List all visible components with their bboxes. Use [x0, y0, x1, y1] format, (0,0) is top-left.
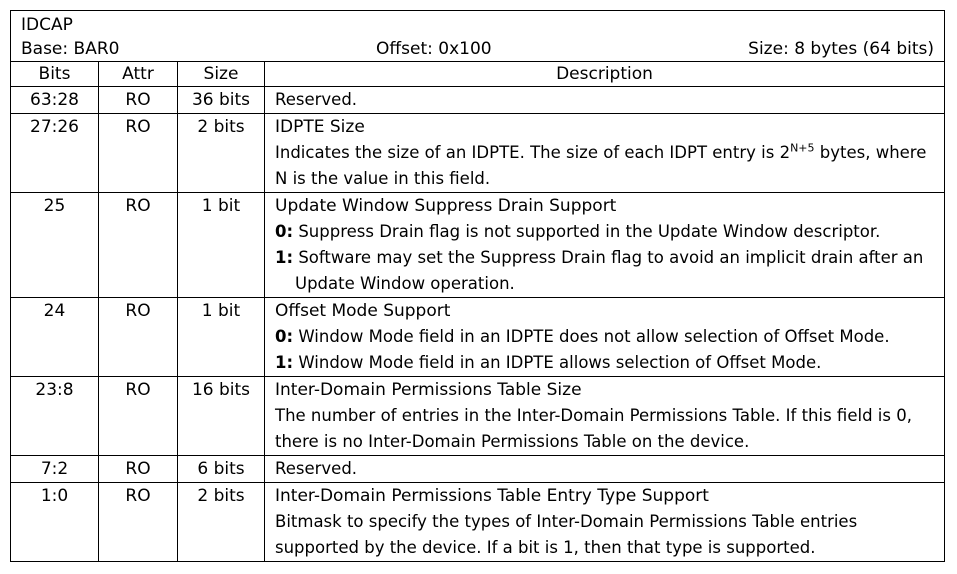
description-cell: Reserved.: [264, 455, 945, 483]
register-base: Base: BAR0: [21, 39, 120, 59]
value-item: 1: Software may set the Suppress Drain f…: [275, 248, 924, 293]
size-cell: 2 bits: [177, 482, 265, 562]
bits-cell: 24: [10, 297, 99, 377]
bits-cell: 1:0: [10, 482, 99, 562]
attr-cell: RO: [98, 297, 178, 377]
size-cell: 1 bit: [177, 192, 265, 298]
bits-cell: 63:28: [10, 86, 99, 114]
description-body: Indicates the size of an IDPTE. The size…: [275, 141, 927, 189]
bits-cell: 27:26: [10, 113, 99, 193]
description-title: IDPTE Size: [275, 117, 365, 137]
attr-cell: RO: [98, 86, 178, 114]
description-body: Bitmask to specify the types of Inter-Do…: [275, 512, 858, 557]
description-cell: Update Window Suppress Drain Support 0: …: [264, 192, 945, 298]
bits-cell: 25: [10, 192, 99, 298]
description-title: Reserved.: [275, 90, 358, 109]
value-item: 0: Suppress Drain flag is not supported …: [275, 222, 881, 241]
description-cell: Reserved.: [264, 86, 945, 114]
table-row: 27:26 RO 2 bits IDPTE Size Indicates the…: [10, 113, 945, 193]
value-item: 0: Window Mode field in an IDPTE does no…: [275, 327, 890, 346]
description-title: Offset Mode Support: [275, 301, 451, 321]
description-title: Reserved.: [275, 459, 358, 478]
attr-cell: RO: [98, 113, 178, 193]
size-cell: 36 bits: [177, 86, 265, 114]
description-cell: Inter-Domain Permissions Table Entry Typ…: [264, 482, 945, 562]
size-cell: 1 bit: [177, 297, 265, 377]
attr-cell: RO: [98, 482, 178, 562]
register-table: IDCAP Base: BAR0 Offset: 0x100 Size: 8 b…: [10, 10, 945, 562]
value-item: 1: Window Mode field in an IDPTE allows …: [275, 353, 822, 372]
description-title: Inter-Domain Permissions Table Size: [275, 380, 582, 400]
description-body: The number of entries in the Inter-Domai…: [275, 406, 912, 451]
table-row: 24 RO 1 bit Offset Mode Support 0: Windo…: [10, 297, 945, 377]
bits-cell: 7:2: [10, 455, 99, 483]
size-cell: 16 bits: [177, 376, 265, 456]
column-header-row: Bits Attr Size Description: [10, 61, 945, 87]
description-title: Update Window Suppress Drain Support: [275, 196, 617, 216]
table-row: 7:2 RO 6 bits Reserved.: [10, 455, 945, 483]
description-cell: Inter-Domain Permissions Table Size The …: [264, 376, 945, 456]
table-row: 23:8 RO 16 bits Inter-Domain Permissions…: [10, 376, 945, 456]
table-row: 1:0 RO 2 bits Inter-Domain Permissions T…: [10, 482, 945, 562]
attr-cell: RO: [98, 192, 178, 298]
register-size: Size: 8 bytes (64 bits): [748, 39, 934, 59]
exponent: N+5: [790, 141, 815, 155]
attr-cell: RO: [98, 455, 178, 483]
column-header-size: Size: [177, 61, 265, 87]
table-row: 63:28 RO 36 bits Reserved.: [10, 86, 945, 114]
register-offset: Offset: 0x100: [376, 39, 492, 59]
attr-cell: RO: [98, 376, 178, 456]
register-header: IDCAP Base: BAR0 Offset: 0x100 Size: 8 b…: [10, 10, 945, 62]
description-cell: Offset Mode Support 0: Window Mode field…: [264, 297, 945, 377]
column-header-description: Description: [264, 61, 945, 87]
description-cell: IDPTE Size Indicates the size of an IDPT…: [264, 113, 945, 193]
bits-cell: 23:8: [10, 376, 99, 456]
column-header-bits: Bits: [10, 61, 99, 87]
column-header-attr: Attr: [98, 61, 178, 87]
size-cell: 2 bits: [177, 113, 265, 193]
description-title: Inter-Domain Permissions Table Entry Typ…: [275, 486, 709, 506]
size-cell: 6 bits: [177, 455, 265, 483]
register-name: IDCAP: [21, 15, 73, 35]
table-row: 25 RO 1 bit Update Window Suppress Drain…: [10, 192, 945, 298]
